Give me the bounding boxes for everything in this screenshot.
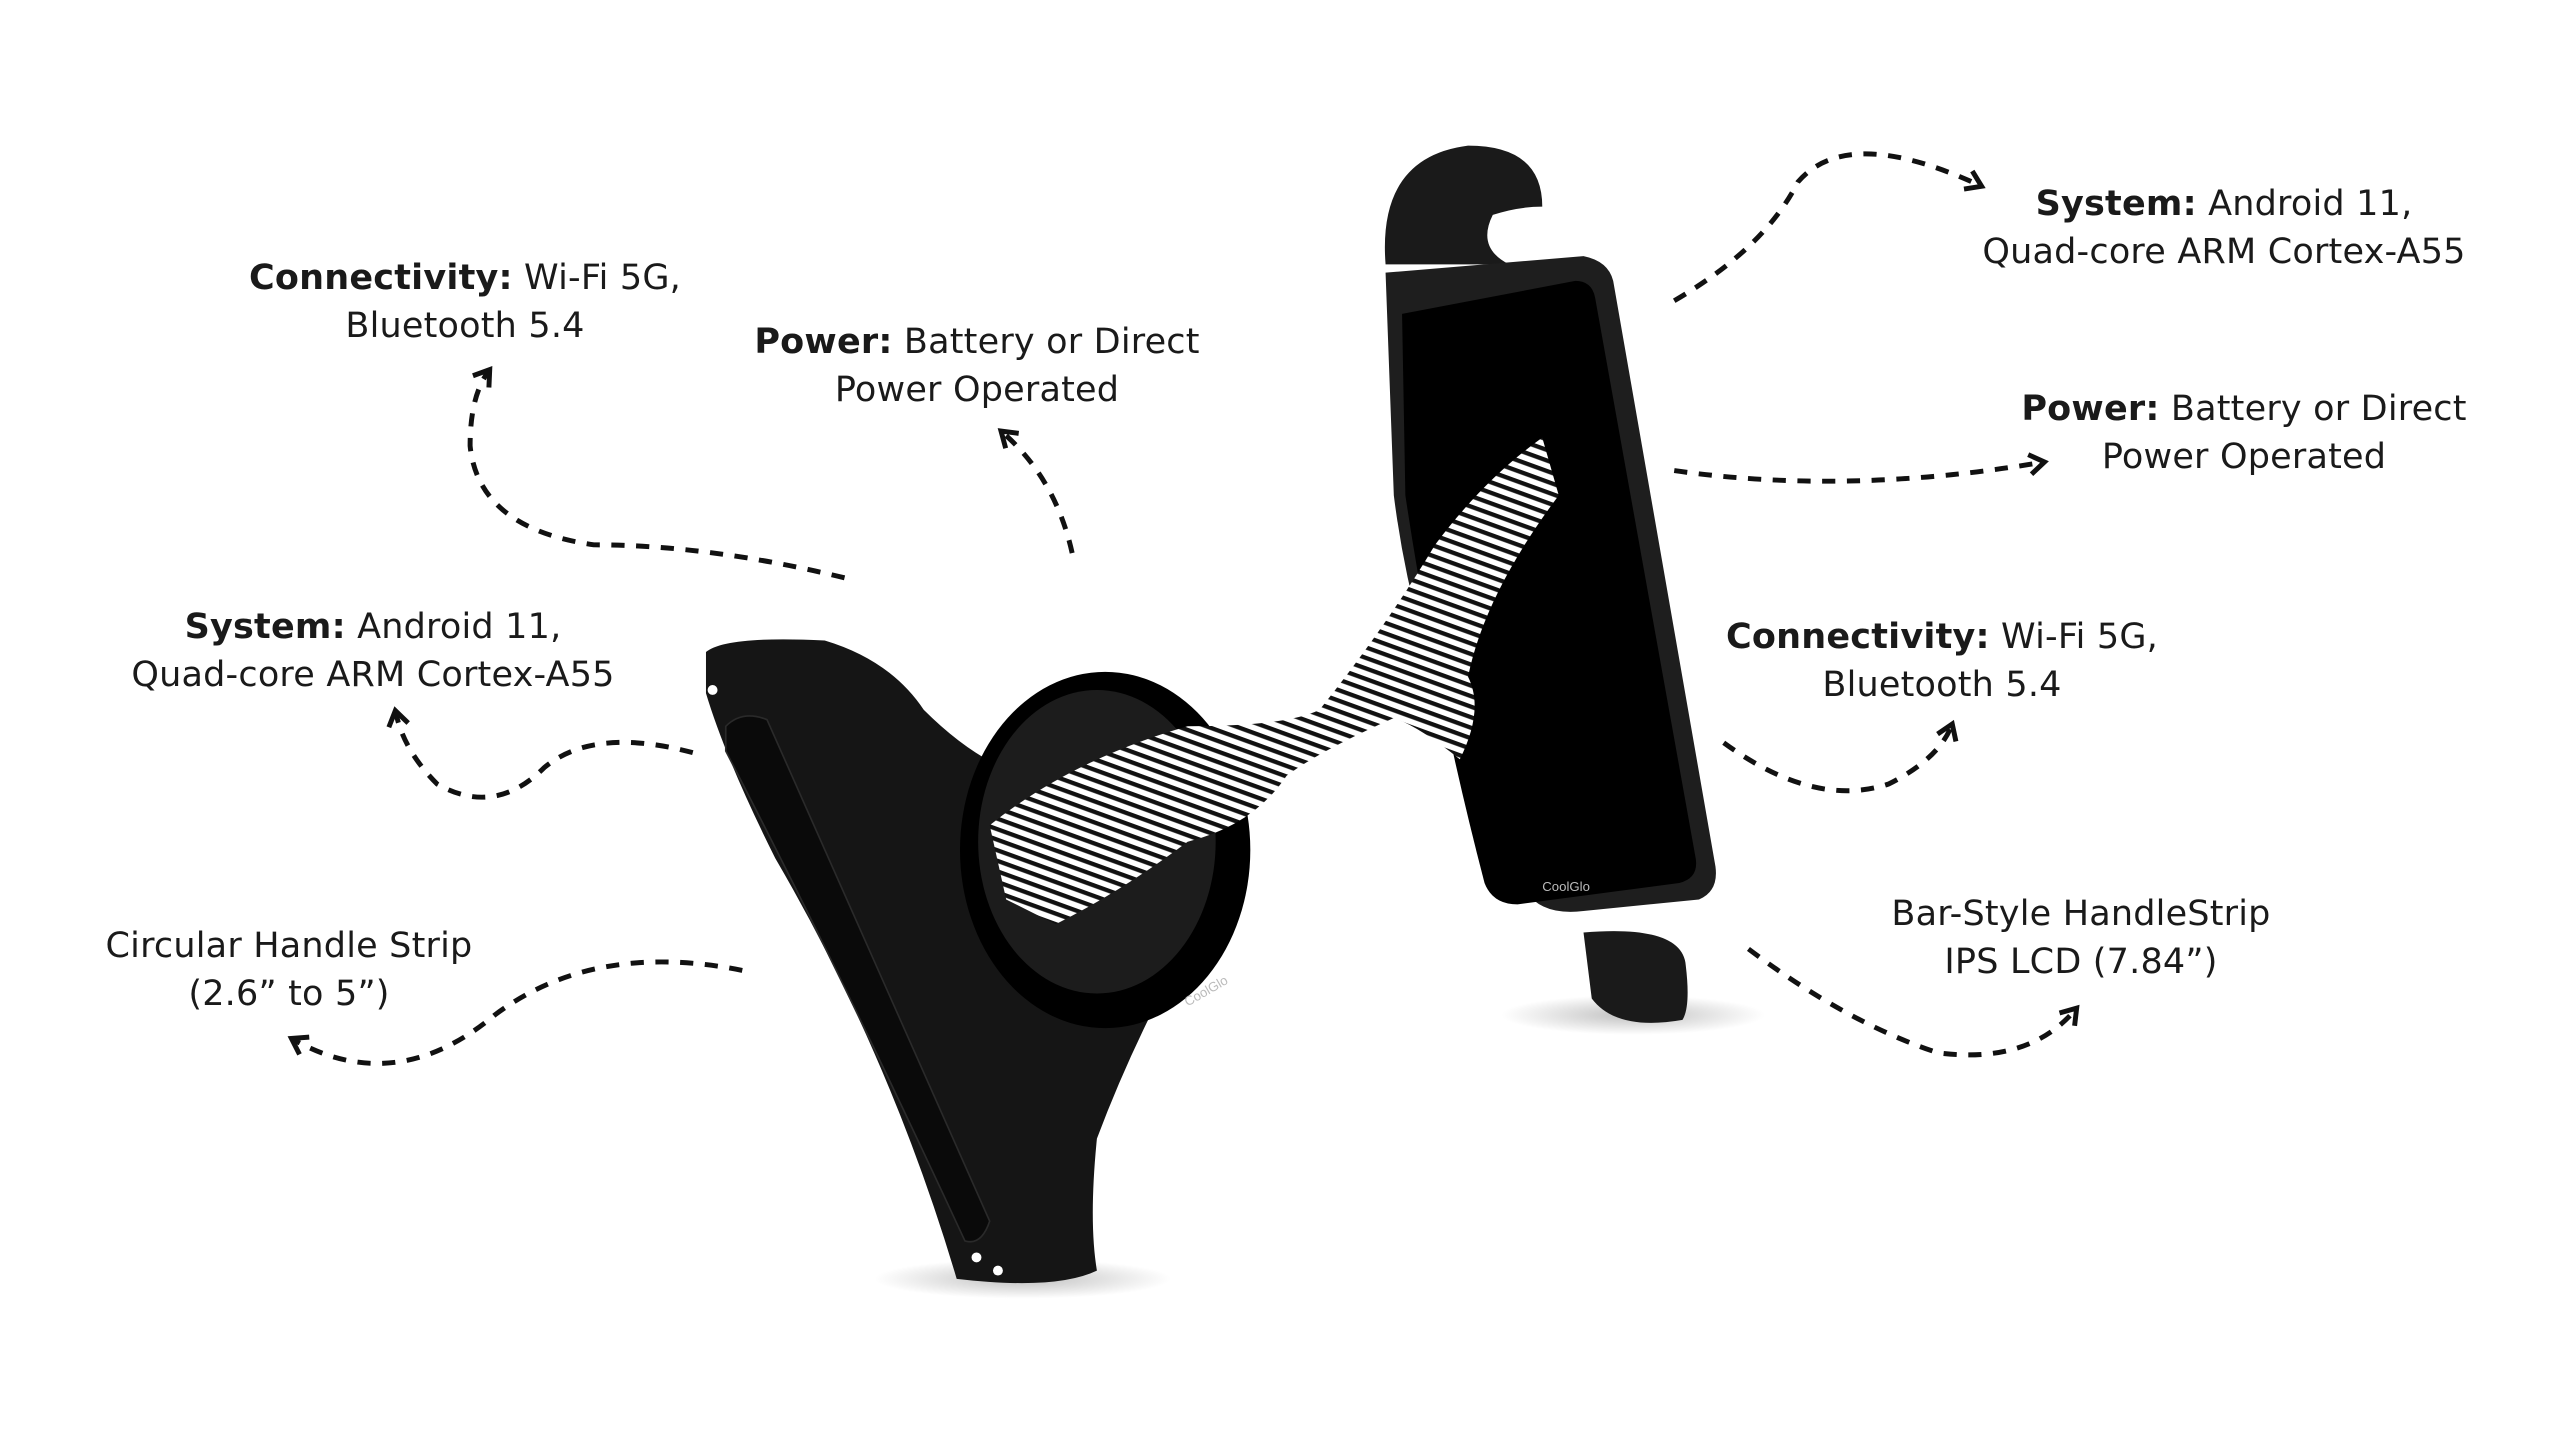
spec-value: Power Operated bbox=[2101, 437, 2387, 477]
spec-value: Battery or Direct bbox=[903, 322, 1200, 362]
spec-key: System: bbox=[184, 607, 346, 647]
arrow-power-left bbox=[997, 428, 1075, 554]
left-strip-label: Circular Handle Strip (2.6” to 5”) bbox=[106, 922, 473, 1018]
spec-value: Circular Handle Strip bbox=[105, 926, 473, 966]
arrow-strip-left bbox=[287, 959, 743, 1066]
spec-value: Bluetooth 5.4 bbox=[345, 306, 585, 346]
spec-value: Power Operated bbox=[834, 370, 1120, 410]
spec-key: Connectivity: bbox=[1725, 617, 1990, 657]
arrow-system-right bbox=[1672, 151, 1986, 303]
callout-arrows bbox=[287, 151, 2080, 1066]
screw-hole bbox=[707, 685, 718, 695]
left-power-label: Power: Battery or Direct Power Operated bbox=[754, 318, 1199, 414]
right-strip-label: Bar-Style HandleStrip IPS LCD (7.84”) bbox=[1891, 890, 2270, 986]
brand-logo-right: CoolGlo bbox=[1542, 879, 1590, 894]
arrow-power-right bbox=[1673, 452, 2049, 484]
right-power-label: Power: Battery or Direct Power Operated bbox=[2021, 385, 2466, 481]
right-system-label: System: Android 11, Quad-core ARM Cortex… bbox=[1982, 180, 2465, 276]
spec-value: IPS LCD (7.84”) bbox=[1944, 942, 2218, 982]
spec-value: Android 11, bbox=[357, 607, 562, 647]
spec-value: Quad-core ARM Cortex-A55 bbox=[131, 655, 615, 695]
arrow-system-left bbox=[386, 706, 694, 800]
spec-value: Wi-Fi 5G, bbox=[524, 258, 682, 298]
spec-key: Power: bbox=[2021, 389, 2160, 429]
right-connectivity-label: Connectivity: Wi-Fi 5G, Bluetooth 5.4 bbox=[1726, 613, 2158, 709]
spec-value: Bar-Style HandleStrip bbox=[1891, 894, 2271, 934]
screw-hole bbox=[971, 1252, 982, 1263]
spec-value: Battery or Direct bbox=[2170, 389, 2467, 429]
spec-key: Connectivity: bbox=[248, 258, 513, 298]
spec-value: Wi-Fi 5G, bbox=[2001, 617, 2159, 657]
spec-key: Power: bbox=[754, 322, 893, 362]
hand-illustration bbox=[989, 437, 1559, 925]
arrow-connectivity-left bbox=[467, 366, 846, 581]
spec-value: Bluetooth 5.4 bbox=[1822, 665, 2062, 705]
screw-hole bbox=[684, 668, 695, 679]
left-system-label: System: Android 11, Quad-core ARM Cortex… bbox=[131, 603, 614, 699]
left-connectivity-label: Connectivity: Wi-Fi 5G, Bluetooth 5.4 bbox=[249, 254, 681, 350]
bar-handle-device: CoolGlo bbox=[1384, 145, 1716, 1023]
spec-value: (2.6” to 5”) bbox=[188, 974, 390, 1014]
spec-value: Android 11, bbox=[2208, 184, 2413, 224]
arrow-connectivity-right bbox=[1722, 719, 1959, 794]
screw-hole bbox=[992, 1265, 1003, 1276]
spec-value: Quad-core ARM Cortex-A55 bbox=[1982, 232, 2466, 272]
spec-key: System: bbox=[2035, 184, 2197, 224]
